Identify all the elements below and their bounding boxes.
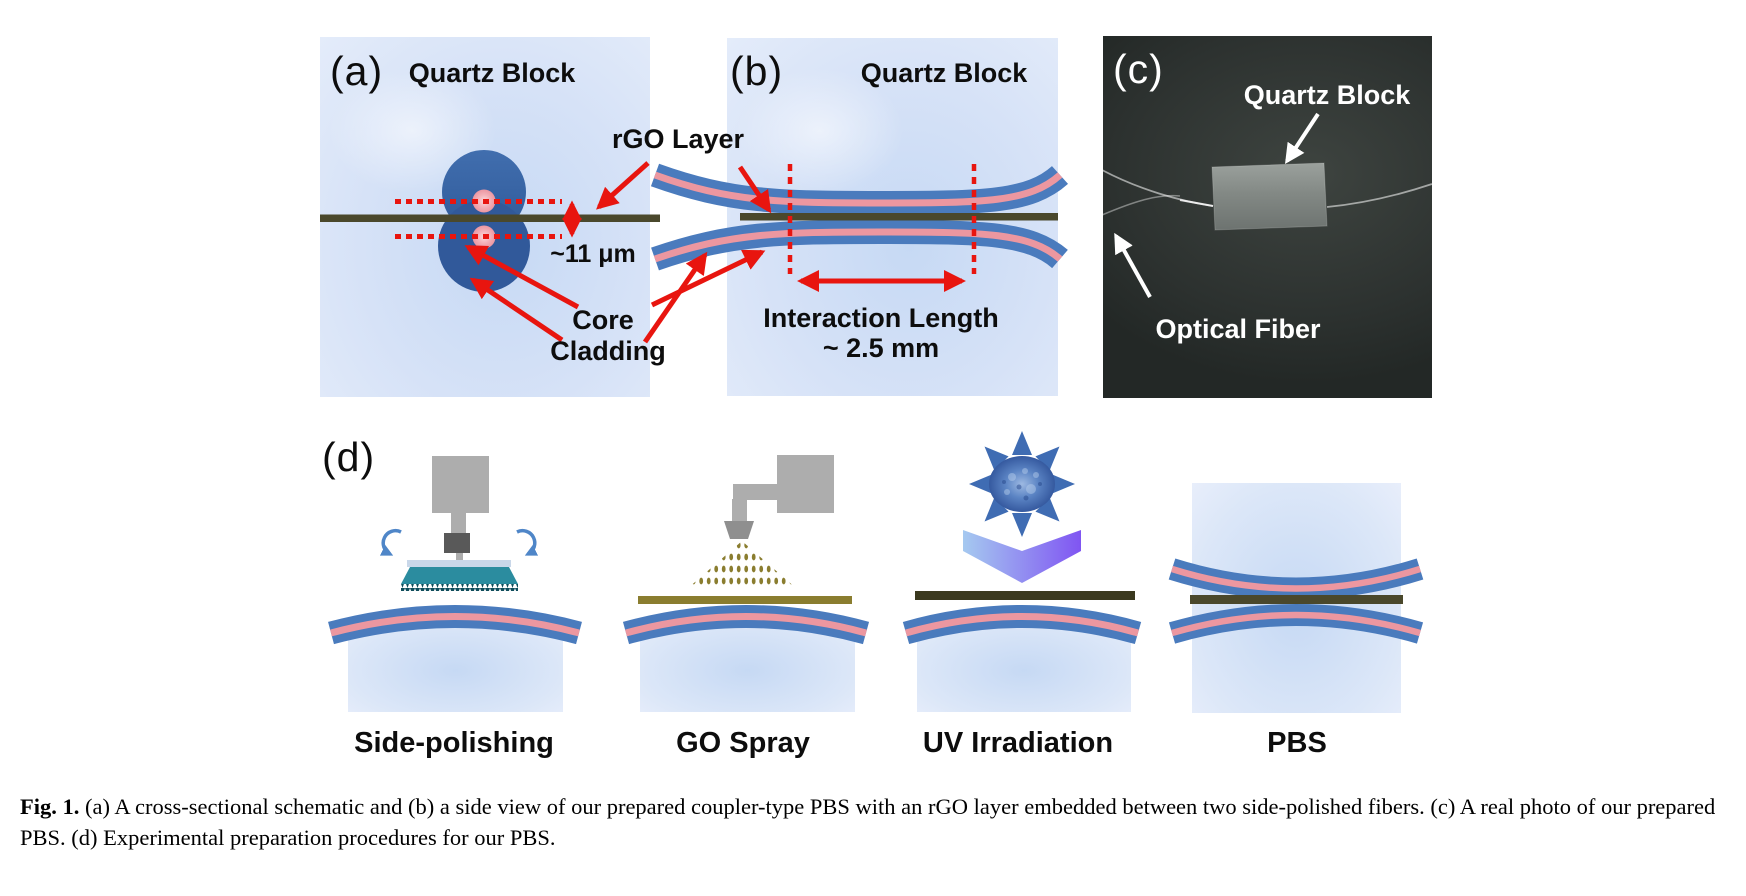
sprayer-arm (733, 484, 779, 500)
step2-quartz-block (640, 620, 855, 712)
gap-size-label: ~11 μm (550, 240, 636, 268)
step2-art (622, 455, 870, 645)
rotate-arrow-right-icon (516, 528, 539, 556)
rotate-arrow-left-icon (379, 528, 402, 556)
cladding-label: Cladding (550, 336, 666, 366)
step3-quartz-block (917, 620, 1131, 712)
polisher-hub (444, 533, 470, 553)
polishing-pad-abrasive (401, 584, 518, 591)
panel-c-letter: (c) (1113, 46, 1164, 92)
step-label-side-polishing: Side-polishing (354, 727, 554, 759)
rgo-layer-label: rGO Layer (612, 124, 745, 154)
panel-d-letter: (d) (322, 434, 376, 480)
polisher-pin (456, 553, 463, 562)
step-label-pbs: PBS (1267, 727, 1327, 759)
sprayer-body (777, 455, 834, 513)
core-label: Core (572, 305, 634, 335)
photo-optical-fiber-label: Optical Fiber (1155, 314, 1321, 344)
panel-b-title: Quartz Block (860, 58, 1028, 88)
cladding-arrow-to-b (642, 251, 708, 344)
sprayer-nozzle (724, 521, 754, 539)
panel-a-title: Quartz Block (408, 58, 576, 88)
polishing-pad (401, 567, 518, 584)
interaction-value-label: ~ 2.5 mm (822, 333, 940, 363)
step-label-go-spray: GO Spray (676, 727, 810, 759)
go-layer-bar (638, 596, 852, 604)
panel-b-letter: (b) (730, 48, 784, 94)
step-label-uv-irradiation: UV Irradiation (922, 727, 1114, 759)
sprayer-pipe (732, 499, 747, 522)
step4-quartz-block (1192, 483, 1401, 713)
spray-mist (687, 541, 797, 589)
figure-caption-body: (a) A cross-sectional schematic and (b) … (20, 794, 1716, 850)
polisher-shaft (451, 513, 466, 534)
figure-caption-tag: Fig. 1. (20, 794, 80, 819)
uv-sun-icon (969, 431, 1075, 537)
figure-caption: Fig. 1. (a) A cross-sectional schematic … (20, 791, 1734, 853)
step3-art (902, 431, 1142, 645)
panel-a-letter: (a) (330, 48, 384, 94)
step1-art (328, 456, 582, 645)
photo-quartz-block-label: Quartz Block (1243, 80, 1411, 110)
polisher-plate (407, 560, 511, 567)
step1-quartz-block (348, 620, 563, 712)
uv-beam-arrow-icon (963, 530, 1081, 583)
rgo-layer-bar (915, 591, 1135, 600)
interaction-length-label: Interaction Length (763, 303, 999, 333)
polisher-body (432, 456, 489, 513)
